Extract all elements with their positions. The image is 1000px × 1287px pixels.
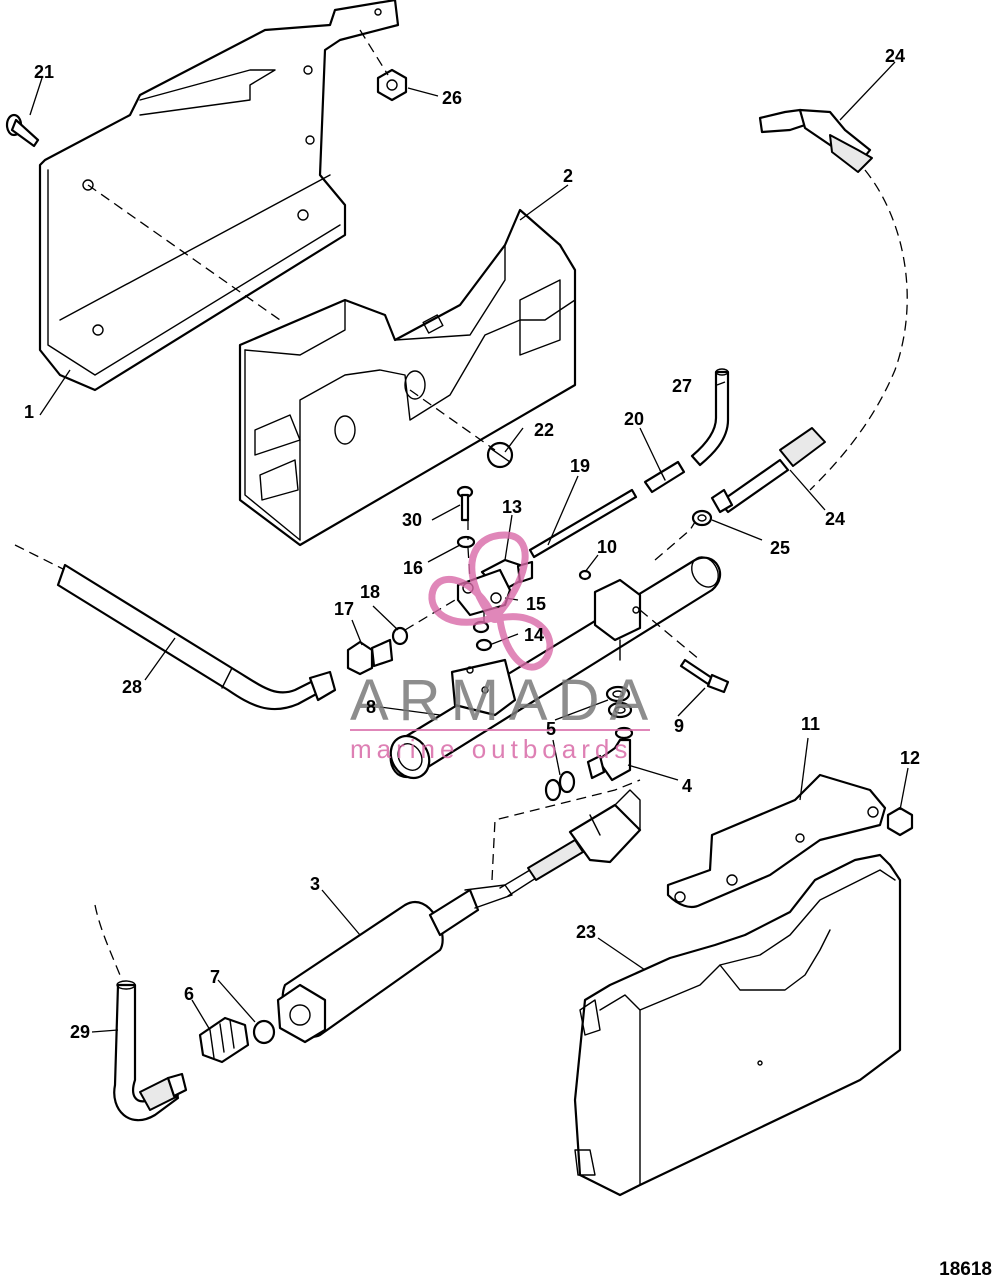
watermark-logo: ARMADA marine outboards: [350, 531, 658, 764]
callout-24-lower: 24: [825, 509, 845, 529]
watermark-tagline: marine outboards: [350, 734, 632, 764]
callout-29: 29: [70, 1022, 90, 1042]
callout-26: 26: [442, 88, 462, 108]
callout-28: 28: [122, 677, 142, 697]
watermark-propeller-icon: [428, 531, 554, 671]
callout-24-upper: 24: [885, 46, 905, 66]
part-24-hose-upper: [758, 108, 908, 491]
part-1-mounting-bracket: [38, 0, 400, 392]
part-18-gasket: [391, 626, 409, 646]
callout-10: 10: [597, 537, 617, 557]
part-21-screw: [5, 113, 40, 148]
callout-16: 16: [403, 558, 423, 578]
callout-2: 2: [563, 166, 573, 186]
callout-20: 20: [624, 409, 644, 429]
part-25-o-ring: [691, 509, 713, 527]
part-12-nut: [886, 806, 914, 837]
part-7-seal: [252, 1019, 276, 1045]
part-26-nut: [376, 68, 408, 102]
callout-11: 11: [801, 714, 820, 734]
part-29-hose: [94, 904, 188, 1122]
part-23-cover: [573, 853, 902, 1197]
callout-23: 23: [576, 922, 596, 942]
callout-27: 27: [672, 376, 692, 396]
callout-8: 8: [366, 697, 376, 717]
callout-9: 9: [674, 716, 684, 736]
callout-15: 15: [526, 594, 546, 614]
part-3-fuel-pump: [276, 789, 642, 1044]
part-20-connector: [643, 460, 686, 494]
part-5-o-rings: [544, 685, 633, 802]
callout-13: 13: [502, 497, 522, 517]
callout-18: 18: [360, 582, 380, 602]
part-14-o-rings: [472, 620, 493, 652]
callout-5: 5: [546, 719, 556, 739]
part-4-elbow-fitting: [586, 726, 634, 782]
callout-7: 7: [210, 967, 220, 987]
callout-1: 1: [24, 402, 34, 422]
part-24-hose-lower: [710, 427, 826, 514]
callout-12: 12: [900, 748, 920, 768]
callout-14: 14: [524, 625, 544, 645]
callout-21: 21: [34, 62, 54, 82]
part-2-channel-bracket: [238, 208, 577, 547]
part-10-plug: [578, 569, 592, 581]
callout-22: 22: [534, 420, 554, 440]
part-6-fitting: [198, 1016, 250, 1064]
part-16-washer: [456, 535, 476, 549]
callout-25: 25: [770, 538, 790, 558]
callout-4: 4: [682, 776, 692, 796]
callout-30: 30: [402, 510, 422, 530]
part-8-tube-body: [389, 556, 722, 780]
part-17-fitting: [346, 638, 394, 676]
leader-lines: [29, 61, 909, 1033]
part-9-screw: [679, 658, 730, 694]
part-30-bolt: [456, 485, 474, 522]
figure-number: 18618: [939, 1259, 992, 1280]
callout-6: 6: [184, 984, 194, 1004]
callout-3: 3: [310, 874, 320, 894]
watermark-brand: ARMADA: [350, 668, 658, 733]
part-19-rod: [528, 488, 638, 559]
part-28-fuel-line: [14, 544, 337, 711]
part-11-bracket-plate: [666, 773, 887, 909]
callout-labels: 1 2 21 26 24 27 20 22 19 24 30 13 25 10 …: [24, 46, 920, 1042]
part-27-tube: [690, 368, 730, 467]
callout-17: 17: [334, 599, 354, 619]
callout-19: 19: [570, 456, 590, 476]
